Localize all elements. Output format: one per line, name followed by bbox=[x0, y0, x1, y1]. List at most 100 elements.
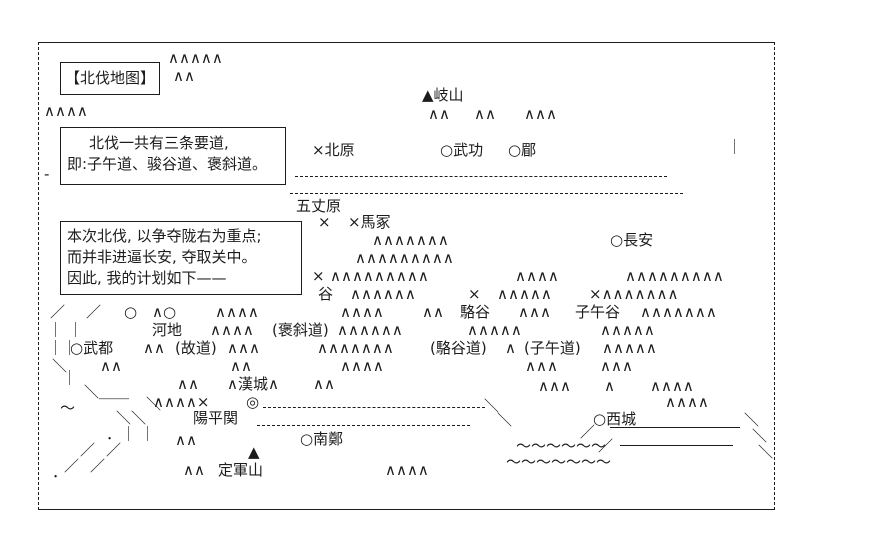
route-luogudao: (駱谷道) bbox=[430, 339, 487, 357]
place-beiyuan: ×北原 bbox=[312, 141, 355, 159]
info-box-routes: 北伐一共有三条要道, 即:子午道、骏谷道、褒斜道。 bbox=[60, 127, 286, 185]
place-qishan: ▲岐山 bbox=[422, 86, 464, 104]
river-stroke: ／ bbox=[64, 457, 80, 475]
mountain-range: ∧∧∧∧ bbox=[44, 102, 88, 120]
info-box-plan: 本次北伐, 以争夺陇右为重点; 而并非进逼长安, 夺取关中。 因此, 我的计划如… bbox=[60, 221, 302, 295]
mountain-range: ∧∧∧ bbox=[600, 357, 633, 375]
mountain-range: ∧∧∧ bbox=[227, 339, 260, 357]
info-routes-line-2: 即:子午道、骏谷道、褒斜道。 bbox=[67, 155, 268, 173]
mountain-range: ∧∧∧∧× bbox=[153, 393, 210, 411]
road-stroke: ／ bbox=[580, 423, 596, 441]
mountain-range: ∧ bbox=[604, 377, 615, 395]
mountain-range: ∧∧∧∧ bbox=[650, 377, 694, 395]
dashed-road-line bbox=[263, 407, 485, 408]
river-stroke: ／ bbox=[90, 457, 106, 475]
mountain-range: ∧ bbox=[505, 339, 516, 357]
road-stroke: ＼ bbox=[497, 411, 513, 429]
river-stroke: ． bbox=[52, 463, 68, 481]
map-border bbox=[38, 42, 775, 510]
road-stroke: ＼ bbox=[484, 397, 500, 415]
mountain-range: ∧∧∧∧∧ bbox=[467, 321, 522, 339]
mountain-range: ∧∧∧∧∧∧∧ bbox=[640, 303, 717, 321]
road-stroke: ＼ bbox=[758, 443, 774, 461]
mountain-range: ×∧∧∧∧∧∧∧ bbox=[589, 285, 679, 303]
x-mark: × bbox=[318, 213, 331, 231]
place-dingjunshan: 定軍山 bbox=[218, 461, 264, 479]
river-stroke: ＼ bbox=[146, 395, 162, 413]
river-stroke: ｜ bbox=[68, 321, 84, 339]
mountain-range: ∧∧ bbox=[474, 105, 496, 123]
route-baoxie: (褒斜道) bbox=[272, 321, 329, 339]
info-plan-line-2: 而并非进逼长安, 夺取关中。 bbox=[67, 248, 257, 266]
river-stroke: ｜ bbox=[48, 339, 64, 357]
mountain-range: ∧∧∧∧∧∧∧∧∧ bbox=[625, 267, 724, 285]
river-wave: ～～～～～～ bbox=[516, 437, 607, 455]
river-wave: ～～～～～～～ bbox=[506, 453, 612, 471]
dashed-road-line bbox=[290, 193, 683, 194]
mountain-range: ∧∧ bbox=[175, 431, 197, 449]
info-plan-line-1: 本次北伐, 以争夺陇右为重点; bbox=[67, 227, 262, 245]
route-ziwudao: (子午道) bbox=[524, 339, 581, 357]
mountain-range: ∧∧∧∧∧∧∧ bbox=[372, 231, 449, 249]
place-ziwugu: 子午谷 bbox=[575, 303, 621, 321]
mountain-range: ∧∧∧∧∧∧∧∧∧ bbox=[355, 249, 454, 267]
place-nanzheng: ○南鄭 bbox=[300, 430, 344, 448]
mountain-range: ∧∧ bbox=[177, 375, 199, 393]
place-mazhong: ×馬冢 bbox=[348, 213, 391, 231]
place-mark: ○ bbox=[124, 303, 138, 321]
mountain-range: ∧∧ bbox=[143, 339, 165, 357]
river-stroke: ＼ bbox=[52, 357, 68, 375]
mountain-range: ∧∧∧∧∧ bbox=[602, 339, 657, 357]
mountain-range: ∧∧ bbox=[183, 461, 205, 479]
dashed-road-line bbox=[295, 176, 667, 177]
dingjunshan-peak: ▲ bbox=[248, 443, 260, 461]
mountain-range: ∧∧ bbox=[173, 67, 195, 85]
road-stroke: ＼ bbox=[752, 427, 768, 445]
road-stroke: ／ bbox=[598, 437, 614, 455]
border-mark: ｜ bbox=[727, 138, 743, 156]
place-hedi: 河地 bbox=[152, 321, 183, 339]
mountain-range: ∧∧∧∧∧ bbox=[600, 321, 655, 339]
route-gudao: (故道) bbox=[175, 339, 217, 357]
mountain-range: ∧∧∧∧ bbox=[385, 461, 429, 479]
dashed-road-line bbox=[257, 425, 470, 426]
river-stroke: ｜ bbox=[140, 425, 156, 443]
mountain-range: ∧∧∧∧∧∧∧∧∧ bbox=[330, 267, 429, 285]
place-mark: ∧○ bbox=[152, 303, 177, 321]
place-luogu: 駱谷 bbox=[460, 303, 491, 321]
mountain-range: ∧∧ bbox=[230, 357, 252, 375]
river-stroke: ＼＿＿ bbox=[84, 383, 130, 401]
place-hancheng: ∧漢城∧ bbox=[227, 375, 279, 393]
mountain-range: ∧∧ bbox=[422, 303, 444, 321]
map-title-box: 【北伐地图】 bbox=[60, 62, 160, 95]
mountain-range: ∧∧∧∧ bbox=[215, 303, 259, 321]
river-stroke: ｜ bbox=[62, 369, 78, 387]
place-mei: ○郿 bbox=[508, 141, 537, 159]
river-stroke: ｜ bbox=[48, 321, 64, 339]
map-dash: - bbox=[44, 165, 50, 183]
place-xicheng: ○西城 bbox=[593, 410, 637, 428]
river-stroke: ／ bbox=[106, 441, 122, 459]
mountain-range: ∧∧∧∧∧ bbox=[497, 285, 552, 303]
mountain-range: ∧∧∧∧ bbox=[340, 357, 384, 375]
river-stroke: ～ bbox=[60, 399, 76, 417]
info-plan-line-3: 因此, 我的计划如下—— bbox=[67, 269, 227, 287]
river-stroke: ＼＼ bbox=[116, 409, 147, 427]
mountain-range: ∧∧∧ bbox=[524, 105, 557, 123]
river-stroke: ／ bbox=[80, 441, 96, 459]
mountain-range: ∧∧∧∧ bbox=[665, 393, 709, 411]
solid-river-line bbox=[620, 445, 733, 446]
mountain-range: ∧∧∧∧∧∧ bbox=[350, 285, 416, 303]
river-stroke: ｜ bbox=[62, 339, 78, 357]
river-stroke: ／ bbox=[50, 303, 66, 321]
mountain-range: ∧∧∧∧∧∧ bbox=[337, 321, 403, 339]
info-routes-line-1: 北伐一共有三条要道, bbox=[89, 134, 229, 152]
mountain-range: ∧∧∧ bbox=[518, 303, 551, 321]
river-stroke: ／ bbox=[86, 303, 102, 321]
map-title: 【北伐地图】 bbox=[64, 69, 155, 87]
mountain-range: ∧∧∧ bbox=[525, 357, 558, 375]
mountain-range: ∧∧ bbox=[313, 375, 335, 393]
x-mark: × bbox=[468, 285, 481, 303]
mountain-range: ∧∧∧∧∧∧∧ bbox=[317, 339, 394, 357]
place-yangpingguan: 陽平関 bbox=[193, 409, 239, 427]
